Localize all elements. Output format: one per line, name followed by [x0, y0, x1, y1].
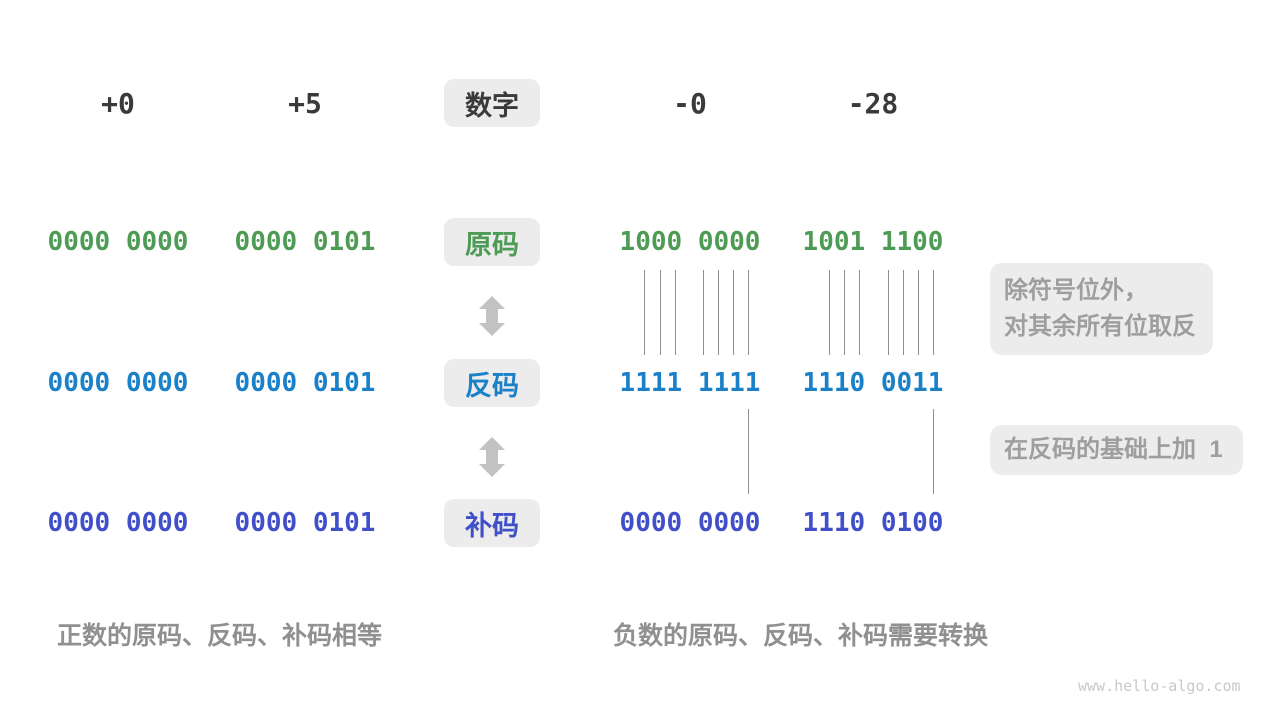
bit-connector-line — [644, 270, 645, 355]
website-watermark: www.hello-algo.com — [1078, 677, 1241, 695]
sign-magnitude-plus0: 0000 0000 — [47, 227, 189, 257]
bit-connector-line — [859, 270, 860, 355]
bit-connector-line — [888, 270, 889, 355]
twos-complement-minus28: 1110 0100 — [802, 508, 944, 538]
sign-magnitude-label: 原码 — [465, 229, 519, 260]
ones-complement-plus5: 0000 0101 — [234, 368, 376, 398]
positive-numbers-caption: 正数的原码、反码、补码相等 — [57, 622, 383, 650]
note-line: 对其余所有位取反 — [1004, 313, 1196, 340]
ones-complement-minus0: 1111 1111 — [619, 368, 761, 398]
ones-complement-plus0: 0000 0000 — [47, 368, 189, 398]
bit-connector-line — [703, 270, 704, 355]
number-label: 数字 — [465, 90, 519, 121]
invert-bits-note: 除符号位外， 对其余所有位取反 — [990, 263, 1213, 355]
header-number-plus5: +5 — [288, 87, 322, 120]
bit-connector-line — [675, 270, 676, 355]
bit-connector-line — [829, 270, 830, 355]
bit-connector-line — [748, 409, 749, 494]
twos-complement-label: 补码 — [465, 510, 519, 541]
number-label-box: 数字 — [444, 79, 540, 127]
sign-magnitude-label-box: 原码 — [444, 218, 540, 266]
bit-connector-line — [718, 270, 719, 355]
header-number-plus0: +0 — [101, 87, 135, 120]
twos-complement-label-box: 补码 — [444, 499, 540, 547]
add-one-note: 在反码的基础上加 1 — [990, 425, 1243, 475]
bit-connector-line — [933, 409, 934, 494]
header-number-minus28: -28 — [847, 87, 899, 120]
sign-magnitude-plus5: 0000 0101 — [234, 227, 376, 257]
up-down-arrow-icon — [479, 437, 505, 477]
bit-connector-line — [748, 270, 749, 355]
twos-complement-plus0: 0000 0000 — [47, 508, 189, 538]
up-down-arrow-icon — [479, 296, 505, 336]
bit-connector-line — [918, 270, 919, 355]
bit-connector-line — [933, 270, 934, 355]
bit-connector-line — [660, 270, 661, 355]
note-line: 除符号位外， — [1004, 277, 1148, 304]
twos-complement-plus5: 0000 0101 — [234, 508, 376, 538]
header-number-minus0: -0 — [673, 87, 707, 120]
sign-magnitude-minus0: 1000 0000 — [619, 227, 761, 257]
bit-connector-line — [844, 270, 845, 355]
negative-numbers-caption: 负数的原码、反码、补码需要转换 — [613, 622, 989, 650]
twos-complement-minus0: 0000 0000 — [619, 508, 761, 538]
sign-magnitude-minus28: 1001 1100 — [802, 227, 944, 257]
note-line: 在反码的基础上加 1 — [1004, 436, 1223, 463]
ones-complement-label-box: 反码 — [444, 359, 540, 407]
ones-complement-label: 反码 — [465, 370, 519, 401]
bit-connector-line — [903, 270, 904, 355]
ones-complement-minus28: 1110 0011 — [802, 368, 944, 398]
bit-connector-line — [733, 270, 734, 355]
